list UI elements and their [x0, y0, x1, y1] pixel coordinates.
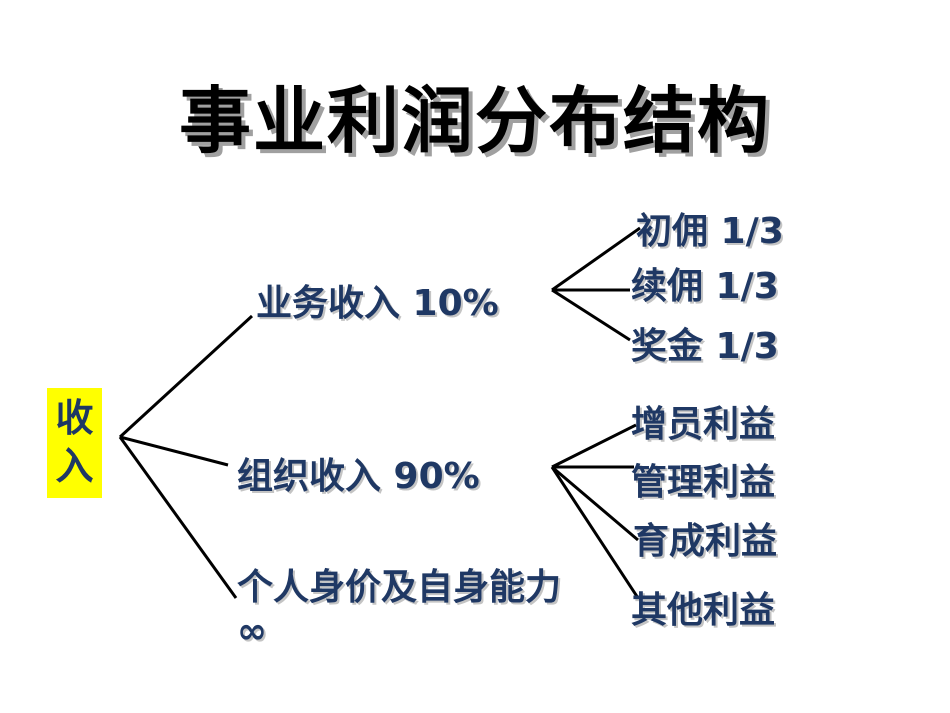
leaf-development-benefit: 育成利益 — [633, 521, 778, 562]
root-line-1: 收 — [55, 396, 94, 440]
leaf-management-benefit: 管理利益 — [631, 462, 776, 503]
connector-org-other — [550, 466, 640, 599]
leaf-other-benefit: 其他利益 — [631, 590, 776, 631]
leaf-renewal-commission: 续佣 1/3 — [631, 266, 779, 307]
connector-org-develop — [551, 465, 639, 542]
branch-organization-income: 组织收入 90% — [237, 456, 480, 497]
connector-business-initial — [551, 226, 641, 292]
connector-root-personal — [118, 436, 238, 599]
branch-personal-value: 个人身价及自身能力 ∞ — [237, 567, 562, 652]
connector-root-organization — [119, 435, 229, 467]
connector-root-business — [118, 314, 254, 439]
branch-business-income: 业务收入 10% — [256, 283, 499, 324]
root-line-2: 入 — [55, 444, 94, 488]
leaf-initial-commission: 初佣 1/3 — [636, 211, 784, 252]
leaf-recruit-benefit: 增员利益 — [631, 404, 776, 445]
root-node-income: 收 入 — [47, 388, 102, 498]
leaf-bonus: 奖金 1/3 — [631, 326, 779, 367]
connector-business-bonus — [551, 288, 631, 342]
connector-org-recruit — [551, 423, 637, 469]
page-title: 事业利润分布结构 — [178, 79, 771, 163]
